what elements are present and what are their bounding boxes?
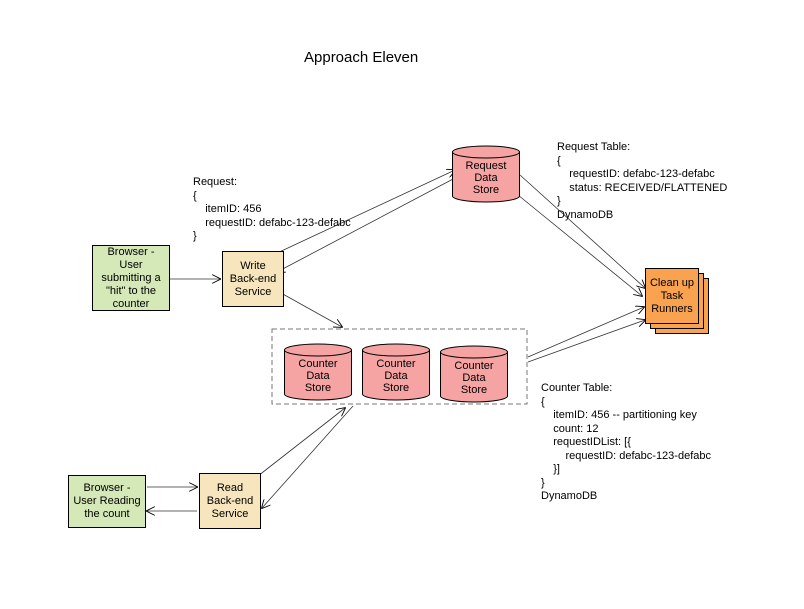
counter-data-store-2: Counter Data Store <box>362 343 430 401</box>
browser-write-label: Browser - User submitting a "hit" to the… <box>101 245 161 310</box>
diagram-title: Approach Eleven <box>304 49 419 66</box>
counter-store-label: Counter Data Store <box>376 358 416 394</box>
request-note: Request: { itemID: 456 requestID: defabc… <box>193 176 351 242</box>
counter-store-cylinder-icon <box>362 343 430 401</box>
arrow-counter-group-to-cleanup-2 <box>527 320 645 363</box>
counter-table-note: Counter Table: { itemID: 456 -- partitio… <box>541 382 711 502</box>
counter-store-group <box>271 328 528 405</box>
request-store-cylinder-icon <box>452 145 520 203</box>
counter-store-label: Counter Data Store <box>298 358 338 394</box>
request-table-note: Request Table: { requestID: defabc-123-d… <box>557 141 728 221</box>
counter-data-store-1: Counter Data Store <box>284 343 352 401</box>
request-data-store: Request Data Store <box>452 145 520 203</box>
browser-read-node: Browser - User Reading the count <box>68 475 146 528</box>
counter-store-cylinder-icon <box>440 345 508 403</box>
arrow-request-store-to-write <box>277 177 456 272</box>
arrow-read-to-counter-group <box>257 408 345 477</box>
write-service-label: Write Back-end Service <box>229 259 277 298</box>
counter-store-cylinder-icon <box>284 343 352 401</box>
arrow-request-store-to-cleanup-2 <box>517 194 642 296</box>
cleanup-label: Clean up Task Runners <box>649 276 695 315</box>
request-store-label: Request Data Store <box>465 160 507 196</box>
counter-store-label: Counter Data Store <box>454 360 494 396</box>
read-service-label: Read Back-end Service <box>206 481 254 520</box>
write-service-node: Write Back-end Service <box>222 251 284 307</box>
browser-write-node: Browser - User submitting a "hit" to the… <box>92 245 170 311</box>
arrow-counter-group-to-read <box>262 405 354 508</box>
cleanup-task-runners-node: Clean up Task Runners <box>645 268 699 324</box>
arrow-write-to-request-store <box>274 170 455 255</box>
read-service-node: Read Back-end Service <box>199 473 261 529</box>
browser-read-label: Browser - User Reading the count <box>73 482 141 520</box>
arrow-counter-group-to-cleanup-1 <box>527 307 644 358</box>
arrow-request-store-to-cleanup-1 <box>519 174 645 288</box>
arrow-write-to-counter-group <box>280 292 342 327</box>
counter-data-store-3: Counter Data Store <box>440 345 508 403</box>
